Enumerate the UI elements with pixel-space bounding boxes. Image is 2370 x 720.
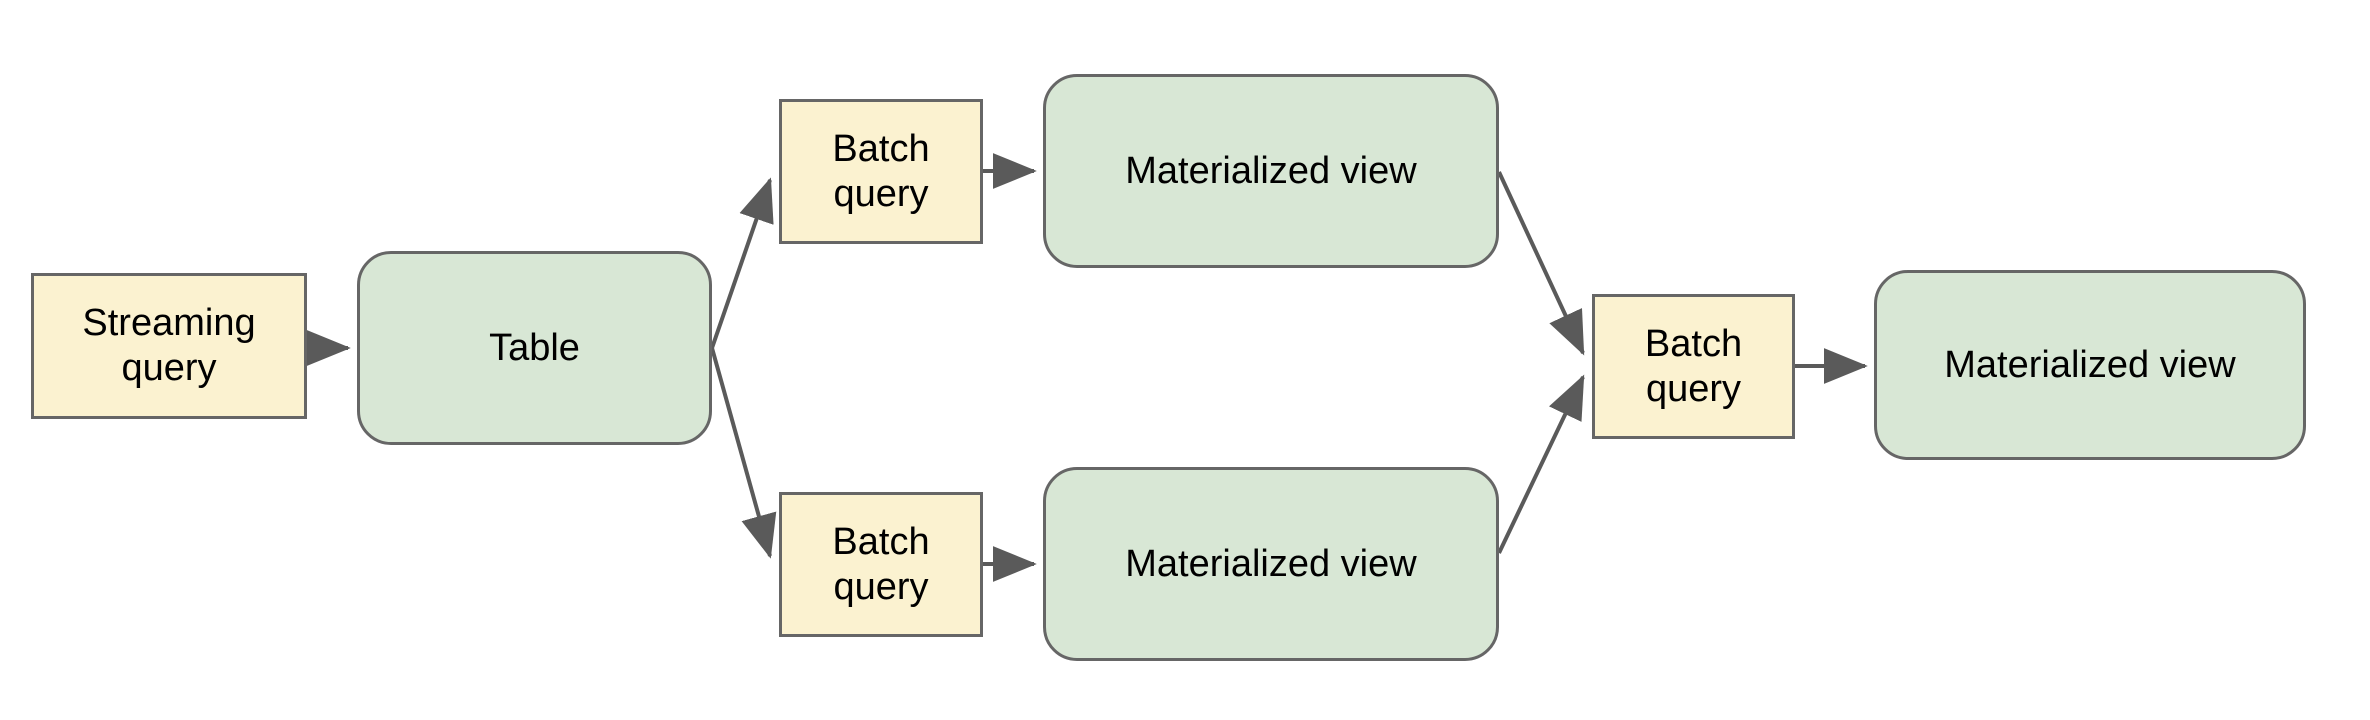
edge-materialized-view-bottom-to-batch-query-center <box>1497 374 1585 554</box>
node-streaming-query[interactable]: Streaming query <box>31 273 307 419</box>
edge-materialized-view-top-to-batch-query-center <box>1497 171 1585 356</box>
edge-table-to-batch-query-bottom <box>710 347 777 559</box>
node-batch-query-bottom[interactable]: Batch query <box>779 492 983 637</box>
node-batch-query-center[interactable]: Batch query <box>1592 294 1795 439</box>
node-materialized-view-top[interactable]: Materialized view <box>1043 74 1499 268</box>
edge-table-to-batch-query-top <box>710 177 774 349</box>
node-table[interactable]: Table <box>357 251 712 445</box>
node-materialized-view-right[interactable]: Materialized view <box>1874 270 2306 460</box>
node-materialized-view-bottom[interactable]: Materialized view <box>1043 467 1499 661</box>
node-batch-query-top[interactable]: Batch query <box>779 99 983 244</box>
